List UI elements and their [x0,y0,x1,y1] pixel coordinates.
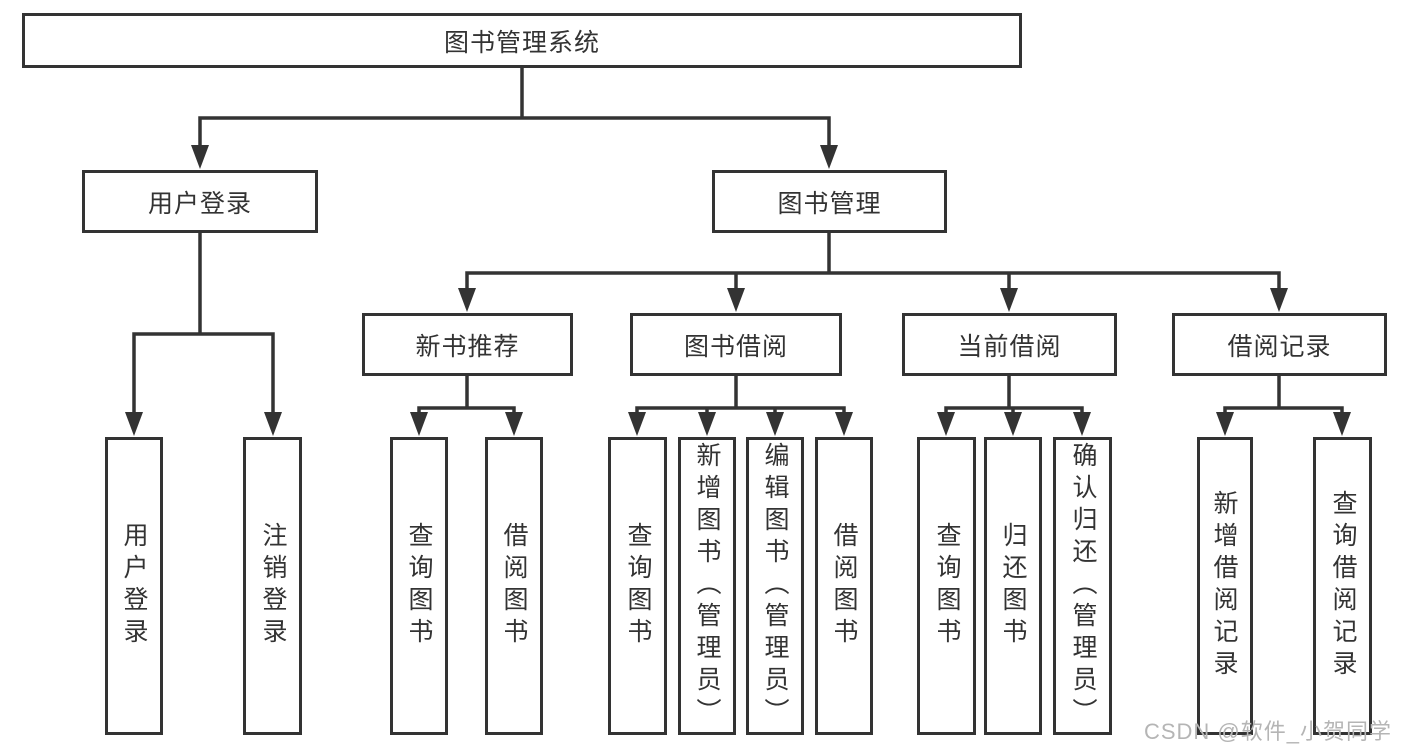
node-book-management: 图书管理 [712,170,947,233]
leaf-query-borrow-record: 查询借阅记录 [1313,437,1372,735]
leaf-return-books: 归还图书 [984,437,1042,735]
leaf-confirm-return-admin: 确认归还（管理员） [1053,437,1112,735]
leaf-borrow-books-recommend: 借阅图书 [485,437,543,735]
node-book-borrowing: 图书借阅 [630,313,842,376]
leaf-edit-book-admin: 编辑图书（管理员） [746,437,804,735]
node-new-book-recommendation: 新书推荐 [362,313,573,376]
leaf-logout: 注销登录 [243,437,302,735]
leaf-add-book-admin: 新增图书（管理员） [678,437,736,735]
node-user-login: 用户登录 [82,170,318,233]
leaf-query-books-current: 查询图书 [917,437,976,735]
leaf-borrow-books-borrowing: 借阅图书 [815,437,873,735]
leaf-user-login: 用户登录 [105,437,163,735]
leaf-add-borrow-record: 新增借阅记录 [1197,437,1253,735]
leaf-query-books-recommend: 查询图书 [390,437,448,735]
node-current-borrowing: 当前借阅 [902,313,1117,376]
node-borrowing-records: 借阅记录 [1172,313,1387,376]
node-root-title: 图书管理系统 [22,13,1022,68]
arrowheads [125,145,1351,436]
leaf-query-books-borrowing: 查询图书 [608,437,667,735]
watermark: CSDN @软件_小贺同学 [1143,719,1392,744]
